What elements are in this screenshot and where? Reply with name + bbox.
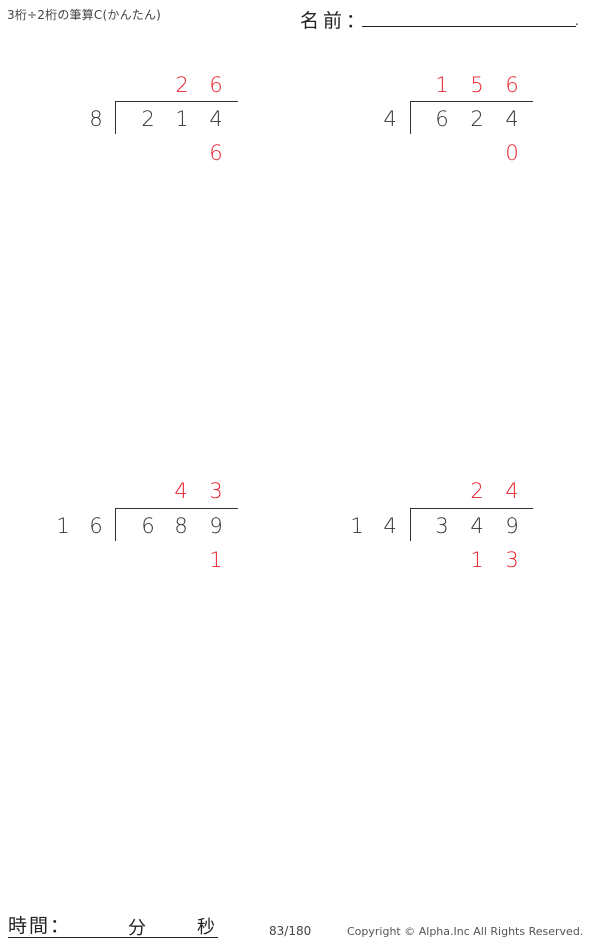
name-label: 名前： [300,10,370,32]
quotient-digit: 6 [209,73,223,97]
remainder-digit: 1 [470,548,484,572]
dividend-digit: 9 [209,514,223,538]
quotient-digit: 3 [209,479,223,503]
division-bracket-side [115,101,116,134]
quotient-digit: 4 [505,479,519,503]
remainder-digit: 3 [505,548,519,572]
divisor-digit: 1 [56,514,70,538]
worksheet-title: 3桁÷2桁の筆算C(かんたん) [7,8,162,22]
division-problem-4: 2 4 1 4 3 4 9 1 3 [0,0,533,572]
division-bracket-top [115,101,238,102]
dividend-digit: 2 [470,107,484,131]
dividend-digit: 9 [505,514,519,538]
division-bracket-top [115,508,238,509]
minutes-label: 分 [128,918,146,939]
name-end-dot: . [575,14,579,28]
division-bracket-side [410,508,411,541]
quotient-digit: 2 [470,479,484,503]
division-bracket-side [410,101,411,134]
quotient-digit: 6 [505,73,519,97]
division-problem-2: 1 5 6 4 6 2 4 0 [0,0,533,165]
division-bracket-top [410,101,533,102]
divisor-digit: 4 [383,514,397,538]
dividend-digit: 2 [141,107,155,131]
divisor-digit: 6 [89,514,103,538]
division-problem-1: 2 6 8 2 1 4 6 [0,0,260,165]
page-number: 83/180 [269,924,312,938]
copyright-notice: Copyright © Alpha.Inc All Rights Reserve… [347,925,584,938]
name-input-line[interactable] [362,26,576,27]
dividend-digit: 6 [141,514,155,538]
divisor-digit: 4 [383,107,397,131]
dividend-digit: 4 [505,107,519,131]
dividend-digit: 6 [435,107,449,131]
divisor-digit: 8 [89,107,103,131]
dividend-digit: 1 [175,107,189,131]
quotient-digit: 4 [174,479,188,503]
dividend-digit: 4 [470,514,484,538]
seconds-label: 秒 [197,917,215,938]
dividend-digit: 8 [174,514,188,538]
remainder-digit: 1 [209,548,223,572]
time-label: 時間： [8,915,72,937]
division-bracket-side [115,508,116,541]
divisor-digit: 1 [350,514,364,538]
dividend-digit: 3 [435,514,449,538]
remainder-digit: 6 [209,141,223,165]
quotient-digit: 2 [175,73,189,97]
quotient-digit: 1 [435,73,449,97]
remainder-digit: 0 [505,141,519,165]
dividend-digit: 4 [209,107,223,131]
time-input-line[interactable] [8,937,218,938]
division-problem-3: 4 3 1 6 6 8 9 1 [0,0,260,572]
quotient-digit: 5 [470,73,484,97]
division-bracket-top [410,508,533,509]
